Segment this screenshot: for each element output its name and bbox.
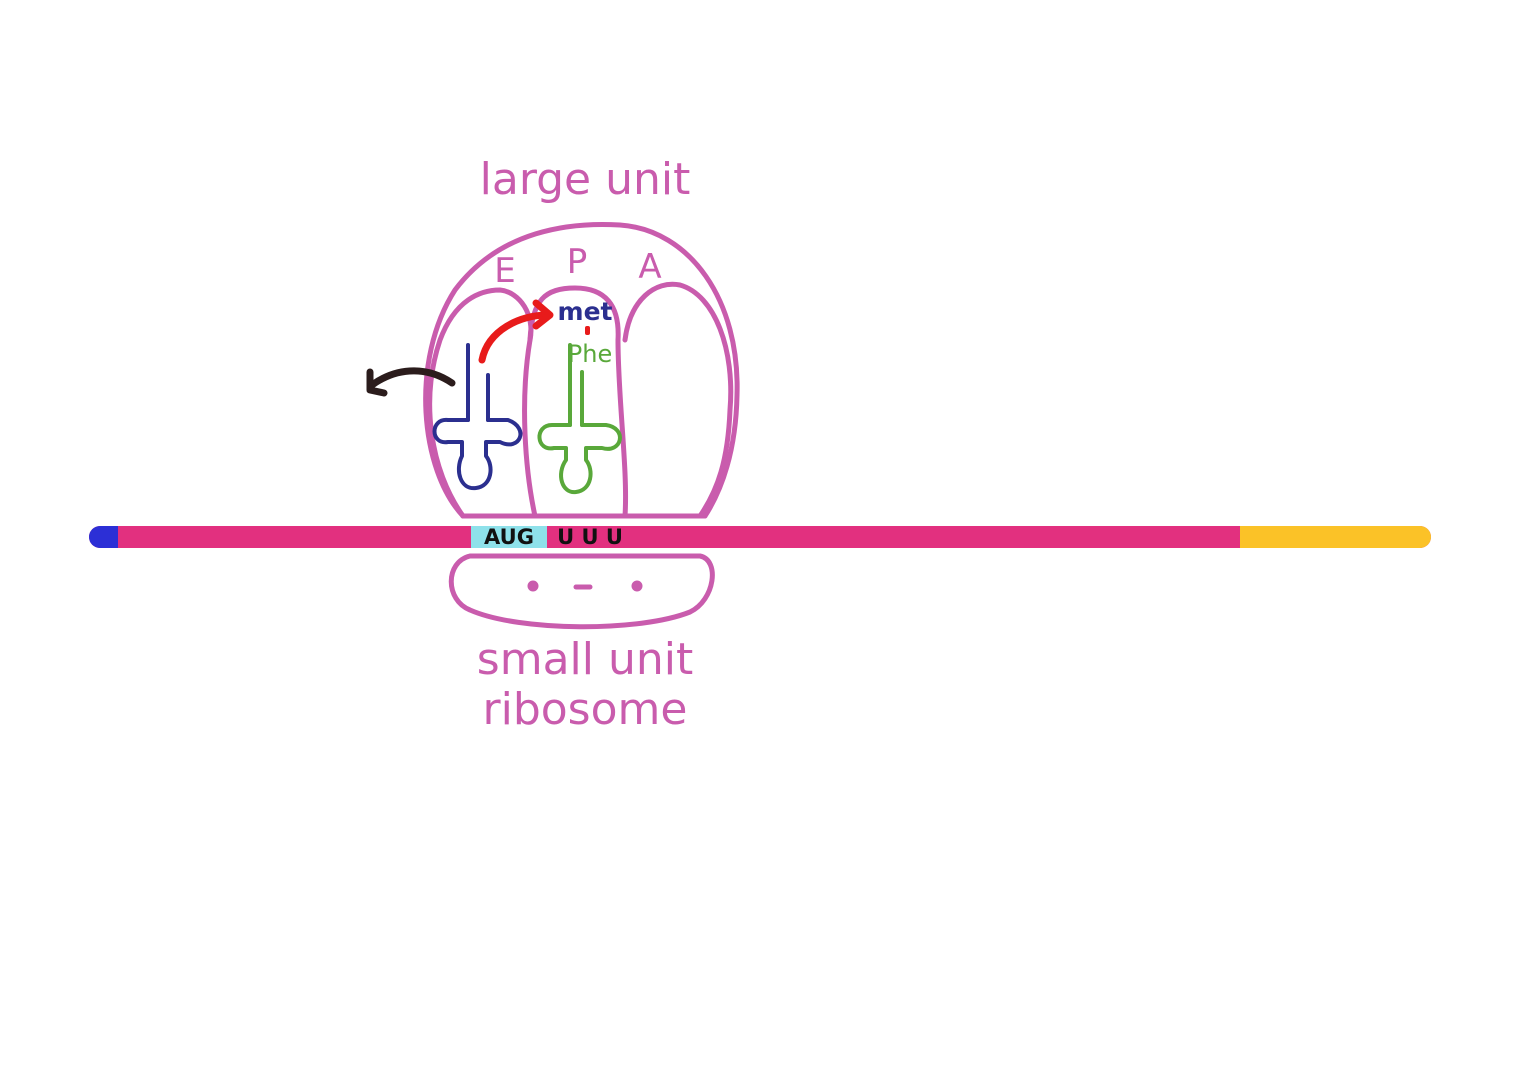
peptide-bond-mark xyxy=(585,326,590,335)
trna-met xyxy=(432,343,523,491)
trna-exit-arrow-head xyxy=(366,368,388,397)
trna-phe xyxy=(537,343,622,495)
small-subunit-dot-right xyxy=(631,580,643,592)
start-codon-label: AUG xyxy=(484,525,534,549)
peptide-transfer-arrow xyxy=(478,299,554,364)
small-subunit-dot-left xyxy=(527,580,539,592)
peptide-transfer-arrow-head xyxy=(532,299,554,330)
site-label-e: E xyxy=(494,251,515,291)
a-site-lobe xyxy=(622,281,734,519)
trna-exit-arrow xyxy=(366,367,456,397)
trna-met-cloverleaf xyxy=(432,418,523,491)
p-site-lobe xyxy=(527,285,629,519)
small-unit-label: small unit xyxy=(477,634,693,685)
mrna-strand: AUG U U U xyxy=(89,525,1431,549)
second-codon-label: U U U xyxy=(557,525,623,549)
amino-acid-phe: Phe xyxy=(568,340,612,368)
start-codon-highlight xyxy=(471,526,547,548)
large-subunit xyxy=(423,222,740,519)
large-unit-label: large unit xyxy=(480,154,691,205)
site-label-a: A xyxy=(638,247,661,287)
ribosome-label: ribosome xyxy=(483,684,688,735)
small-subunit-outline xyxy=(448,553,715,630)
amino-acid-met: met xyxy=(558,297,613,326)
site-label-p: P xyxy=(567,242,588,282)
e-site-lobe xyxy=(427,287,538,519)
trna-exit-arrow-shaft xyxy=(368,367,456,389)
mrna-5-cap xyxy=(89,526,118,548)
large-subunit-outline xyxy=(423,222,740,519)
small-subunit xyxy=(448,553,715,630)
trna-phe-cloverleaf xyxy=(537,423,622,495)
peptide-transfer-arrow-shaft xyxy=(478,311,552,364)
mrna-poly-a-tail xyxy=(1240,526,1431,548)
